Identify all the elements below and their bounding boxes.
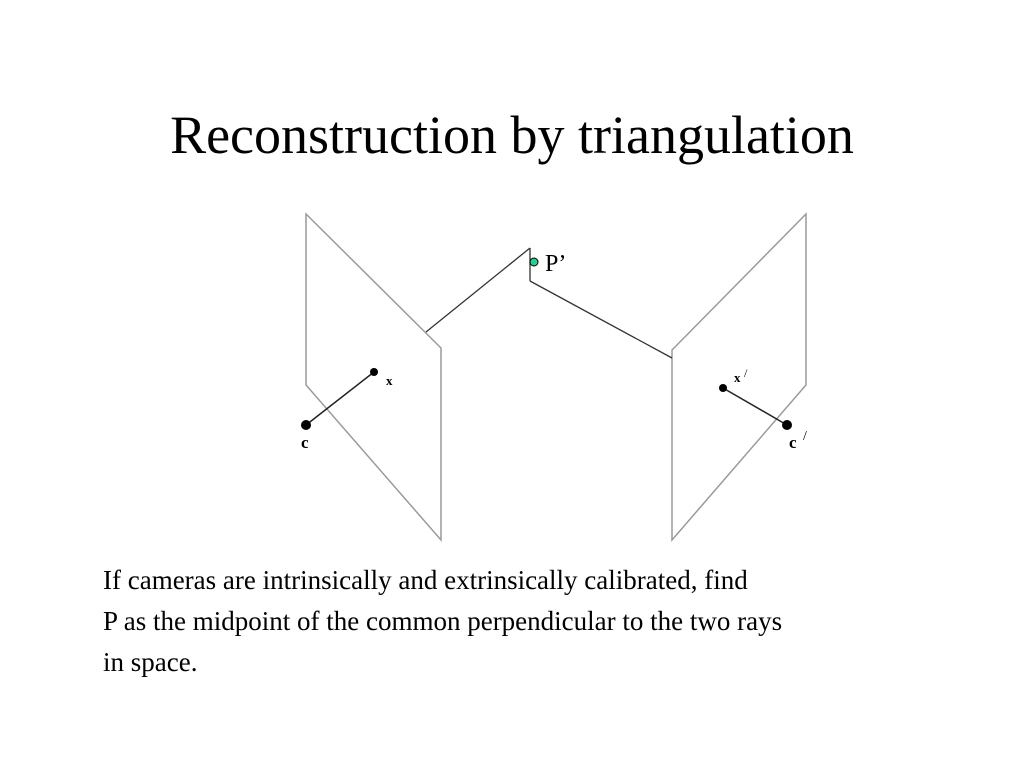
left-ray	[425, 247, 531, 333]
right-camera-center	[782, 420, 792, 430]
point-marker	[529, 257, 539, 267]
caption-line: in space.	[103, 647, 198, 677]
right-camera-center-label: c	[789, 433, 797, 452]
left-image-point-label: x	[386, 373, 393, 388]
point-label: P’	[545, 251, 566, 277]
left-camera-center	[301, 420, 311, 430]
left-image-plane	[305, 212, 442, 543]
left-camera-center-label: c	[301, 433, 309, 452]
right-camera-center-prime: /	[803, 429, 807, 444]
left-camera-ray	[305, 371, 375, 426]
right-image-plane	[671, 212, 807, 543]
caption-line: If cameras are intrinsically and extrins…	[103, 565, 748, 595]
left-image-point	[370, 368, 378, 376]
right-image-point	[719, 384, 727, 392]
caption-line: P as the midpoint of the common perpendi…	[103, 606, 783, 636]
slide-title: Reconstruction by triangulation	[170, 105, 854, 165]
right-image-point-prime: /	[744, 366, 748, 380]
right-ray	[529, 280, 673, 359]
right-camera-ray	[722, 387, 788, 426]
caption: If cameras are intrinsically and extrins…	[103, 560, 993, 683]
right-image-point-label: x	[734, 370, 741, 385]
